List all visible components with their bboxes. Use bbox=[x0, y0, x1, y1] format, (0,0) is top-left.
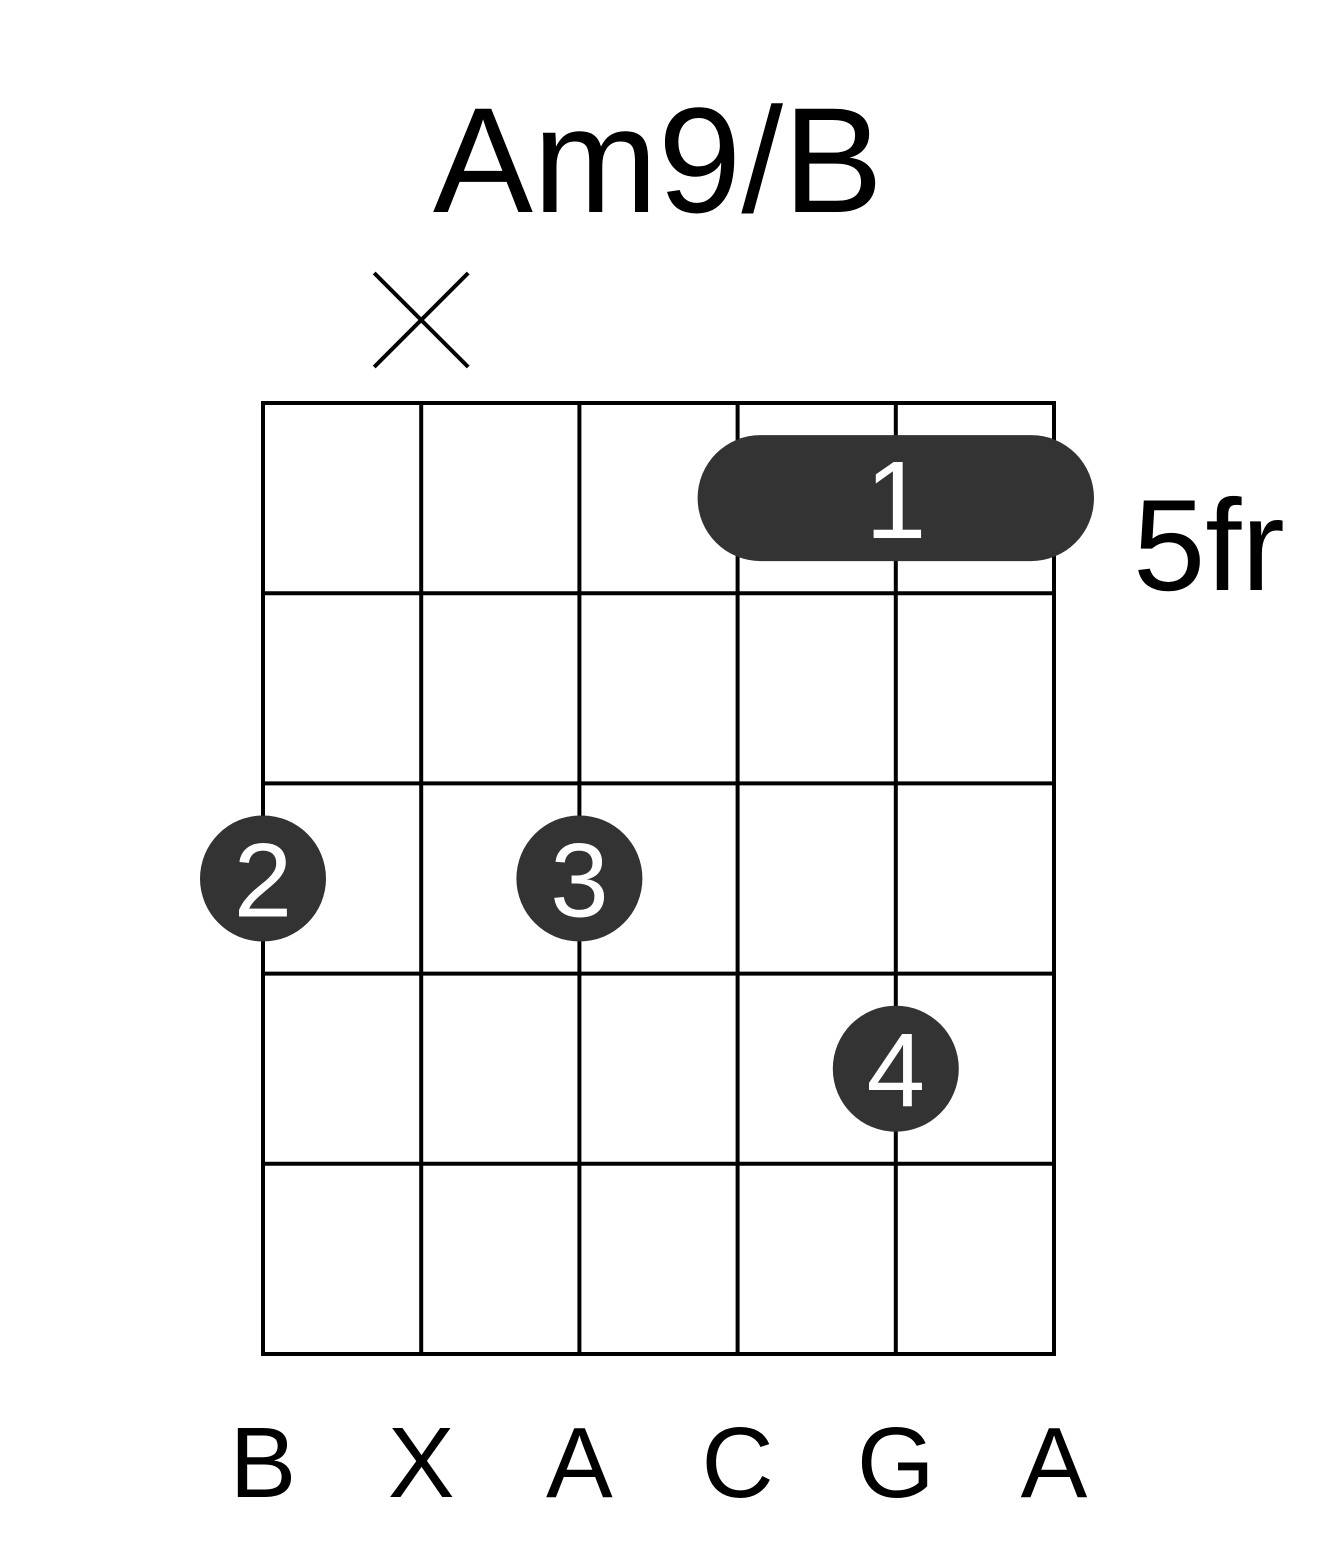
string-note-label: C bbox=[701, 1407, 773, 1519]
finger-dot-circle bbox=[200, 815, 326, 942]
finger-dot-label: 3 bbox=[550, 823, 608, 940]
string-note-label: A bbox=[546, 1407, 613, 1519]
mute-markers bbox=[372, 271, 470, 369]
finger-dot-circle bbox=[516, 815, 643, 942]
string-note-label: X bbox=[388, 1407, 455, 1519]
fret-position-label: 5fr bbox=[1133, 472, 1285, 618]
finger-dots: 2 3 4 bbox=[200, 815, 959, 1132]
chord-title: Am9/B bbox=[433, 76, 883, 244]
string-note-label: A bbox=[1021, 1407, 1088, 1519]
string-note-label: B bbox=[230, 1407, 297, 1519]
finger-dot: 4 bbox=[832, 1005, 959, 1132]
x-mute-icon bbox=[372, 271, 470, 369]
finger-dot-circle bbox=[832, 1005, 959, 1132]
mute-stroke bbox=[372, 271, 470, 369]
finger-dot-label: 4 bbox=[867, 1013, 925, 1130]
barre-bar bbox=[697, 435, 1094, 562]
finger-dot: 3 bbox=[516, 815, 643, 942]
string-note-label: G bbox=[857, 1407, 935, 1519]
barre-layer: 1 bbox=[697, 435, 1094, 562]
finger-dot: 2 bbox=[200, 815, 326, 942]
barre-finger-label: 1 bbox=[865, 439, 926, 562]
finger-dot-label: 2 bbox=[234, 823, 292, 940]
